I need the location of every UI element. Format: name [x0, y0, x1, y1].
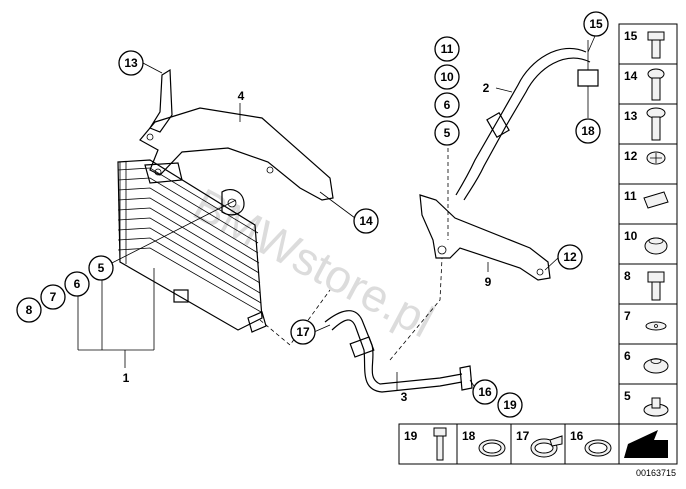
svg-text:16: 16: [570, 429, 584, 443]
svg-text:5: 5: [98, 261, 105, 275]
callout-17[interactable]: 17: [290, 319, 316, 345]
callout-6-right[interactable]: 6: [434, 92, 460, 118]
legend-item-18[interactable]: 18: [456, 423, 512, 465]
callout-6-left[interactable]: 6: [64, 271, 90, 297]
label-3: 3: [401, 390, 408, 404]
legend-item-16[interactable]: 16: [564, 423, 620, 465]
svg-text:19: 19: [404, 429, 418, 443]
svg-text:18: 18: [462, 429, 476, 443]
svg-text:7: 7: [50, 290, 57, 304]
svg-text:11: 11: [624, 189, 637, 203]
svg-text:18: 18: [581, 124, 595, 138]
svg-text:5: 5: [624, 389, 631, 403]
callout-5-right[interactable]: 5: [434, 120, 460, 146]
svg-text:14: 14: [624, 69, 638, 83]
legend-item-8[interactable]: 8: [618, 263, 678, 305]
callout-14[interactable]: 14: [353, 208, 379, 234]
callout-19[interactable]: 19: [497, 392, 523, 418]
legend-item-12[interactable]: 12: [618, 143, 678, 185]
legend-item-10[interactable]: 10: [618, 223, 678, 265]
legend-bottom: 19 18 17 16: [398, 423, 678, 465]
svg-text:15: 15: [624, 29, 638, 43]
legend-item-17[interactable]: 17: [510, 423, 566, 465]
svg-text:12: 12: [624, 149, 638, 163]
svg-text:12: 12: [563, 250, 577, 264]
bracket-4: [139, 68, 334, 201]
legend-item-6[interactable]: 6: [618, 343, 678, 385]
svg-text:8: 8: [26, 303, 33, 317]
legend-item-5[interactable]: 5: [618, 383, 678, 425]
svg-text:10: 10: [624, 229, 638, 243]
svg-text:13: 13: [624, 109, 638, 123]
callout-12[interactable]: 12: [557, 244, 583, 270]
legend-item-11[interactable]: 11: [618, 183, 678, 225]
legend-item-14[interactable]: 14: [618, 63, 678, 105]
legend-item-15[interactable]: 15: [618, 23, 678, 65]
label-2: 2: [483, 81, 490, 95]
legend-item-7[interactable]: 7: [618, 303, 678, 345]
svg-text:7: 7: [624, 309, 631, 323]
svg-text:16: 16: [478, 385, 492, 399]
bracket-9: [419, 194, 551, 281]
svg-text:6: 6: [624, 349, 631, 363]
callout-13[interactable]: 13: [118, 50, 144, 76]
svg-text:6: 6: [74, 277, 81, 291]
callout-11[interactable]: 11: [434, 36, 460, 62]
callouts: 13 4 14 5 6 7 8 1 17 3 16 19 15 2 18 11 …: [16, 11, 609, 418]
hose-2: [455, 40, 599, 201]
image-code: 00163715: [636, 468, 676, 478]
direction-arrow-icon: [618, 423, 678, 465]
oil-cooler: [117, 159, 267, 333]
callout-15[interactable]: 15: [583, 11, 609, 37]
svg-text:5: 5: [444, 126, 451, 140]
svg-text:13: 13: [124, 56, 138, 70]
svg-text:8: 8: [624, 269, 631, 283]
label-1: 1: [123, 371, 130, 385]
svg-text:10: 10: [440, 70, 454, 84]
legend-item-19[interactable]: 19: [398, 423, 458, 465]
svg-text:14: 14: [359, 214, 373, 228]
svg-text:6: 6: [444, 98, 451, 112]
svg-text:19: 19: [503, 398, 517, 412]
svg-text:17: 17: [296, 325, 310, 339]
legend-item-13[interactable]: 13: [618, 103, 678, 145]
callout-10[interactable]: 10: [434, 64, 460, 90]
callout-8[interactable]: 8: [16, 297, 42, 323]
legend-right: 15 14 13 12 11 10 8: [618, 23, 678, 425]
callout-7[interactable]: 7: [40, 284, 66, 310]
svg-text:15: 15: [589, 17, 603, 31]
svg-text:17: 17: [516, 429, 530, 443]
label-9: 9: [485, 275, 492, 289]
hose-3: [324, 310, 473, 393]
callout-5-left[interactable]: 5: [88, 255, 114, 281]
callout-18[interactable]: 18: [575, 118, 601, 144]
label-4: 4: [238, 89, 245, 103]
callout-16[interactable]: 16: [472, 379, 498, 405]
svg-text:11: 11: [441, 42, 454, 56]
leader-lines: [77, 35, 596, 393]
